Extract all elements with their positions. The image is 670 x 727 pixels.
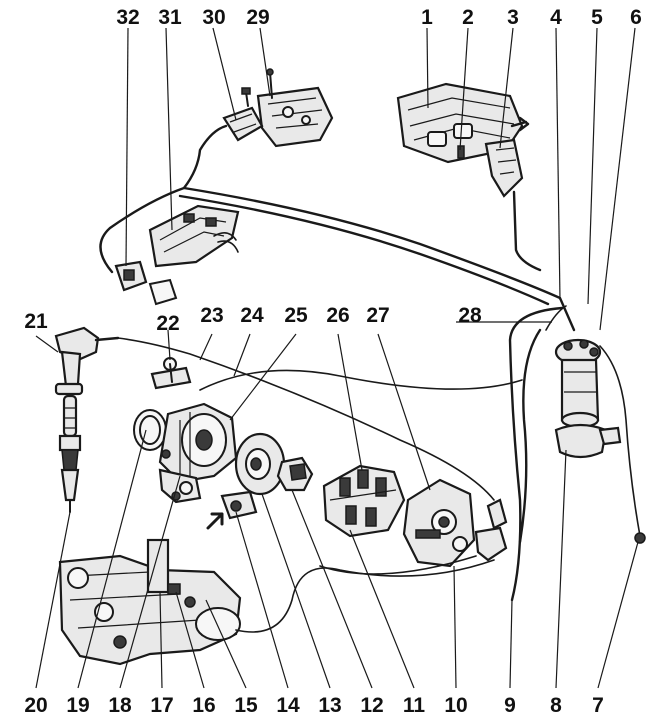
callout-labels: 32 31 30 29 1 2 3 4 5 6 21 22 23 24 25 2…: [24, 6, 642, 717]
left-connector-cluster-drawing: [114, 204, 240, 306]
connector-bracket-drawing: [222, 68, 334, 148]
ground-tab-drawing: [150, 357, 192, 390]
callout-17: 17: [150, 694, 173, 717]
callout-22: 22: [156, 312, 179, 335]
callout-30: 30: [202, 6, 225, 29]
leader-lines: [35, 27, 639, 689]
callout-23: 23: [200, 304, 223, 327]
callout-26: 26: [326, 304, 349, 327]
callout-9: 9: [504, 694, 516, 717]
callout-20: 20: [24, 694, 47, 717]
callout-12: 12: [360, 694, 383, 717]
distributor-housing-drawing: [133, 402, 238, 504]
callout-1: 1: [421, 6, 433, 29]
callout-11: 11: [403, 694, 426, 717]
callout-32: 32: [116, 6, 139, 29]
callout-7: 7: [592, 694, 604, 717]
callout-29: 29: [246, 6, 269, 29]
callout-19: 19: [66, 694, 89, 717]
callout-8: 8: [550, 694, 562, 717]
callout-14: 14: [276, 694, 300, 717]
callout-28: 28: [458, 304, 482, 327]
callout-27: 27: [366, 304, 389, 327]
callout-24: 24: [240, 304, 264, 327]
spark-plug-drawing: [58, 394, 82, 513]
callout-2: 2: [462, 6, 474, 29]
callout-31: 31: [158, 6, 182, 29]
distributor-cap-drawing: [322, 464, 406, 538]
callout-25: 25: [284, 304, 308, 327]
callout-21: 21: [24, 310, 48, 333]
callout-4: 4: [550, 6, 562, 29]
vacuum-unit-drawing: [206, 490, 258, 530]
callout-3: 3: [507, 6, 519, 29]
spark-plug-cap-drawing: [54, 326, 120, 396]
callout-6: 6: [630, 6, 642, 29]
control-unit-drawing: [396, 82, 530, 198]
cap-with-leads-drawing: [402, 478, 508, 568]
callout-16: 16: [192, 694, 215, 717]
wiring: [99, 124, 646, 633]
callout-10: 10: [444, 694, 467, 717]
callout-5: 5: [591, 6, 603, 29]
callout-13: 13: [318, 694, 341, 717]
ignition-coil-drawing: [554, 338, 622, 459]
engine-block-drawing: [58, 538, 242, 666]
dust-shield-drawing: [234, 432, 286, 496]
callout-15: 15: [234, 694, 258, 717]
rotor-arm-drawing: [276, 456, 314, 492]
callout-18: 18: [108, 694, 132, 717]
